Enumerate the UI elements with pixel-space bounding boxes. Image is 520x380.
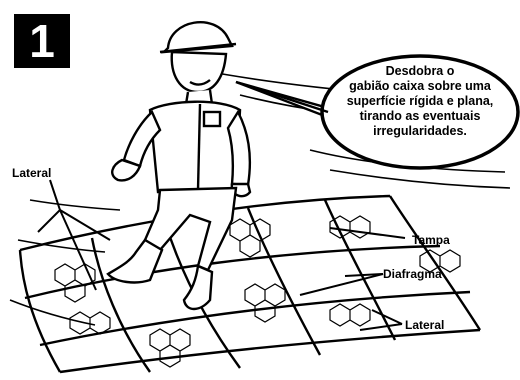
step-number-badge: 1 <box>14 14 70 68</box>
label-diafragma: Diafragma <box>383 267 442 281</box>
mesh-hexagon-patches <box>55 216 460 367</box>
label-lateral-left: Lateral <box>12 166 51 180</box>
bubble-line: superfície rígida e plana, <box>330 94 510 109</box>
bubble-line: gabião caixa sobre uma <box>330 79 510 94</box>
worker-figure <box>108 22 250 309</box>
bubble-line: irregularidades. <box>330 124 510 139</box>
speech-bubble-text: Desdobra o gabião caixa sobre uma superf… <box>330 64 510 139</box>
label-tampa: Tampa <box>412 233 450 247</box>
bubble-line: tirando as eventuais <box>330 109 510 124</box>
label-lateral-right: Lateral <box>405 318 444 332</box>
bubble-line: Desdobra o <box>330 64 510 79</box>
